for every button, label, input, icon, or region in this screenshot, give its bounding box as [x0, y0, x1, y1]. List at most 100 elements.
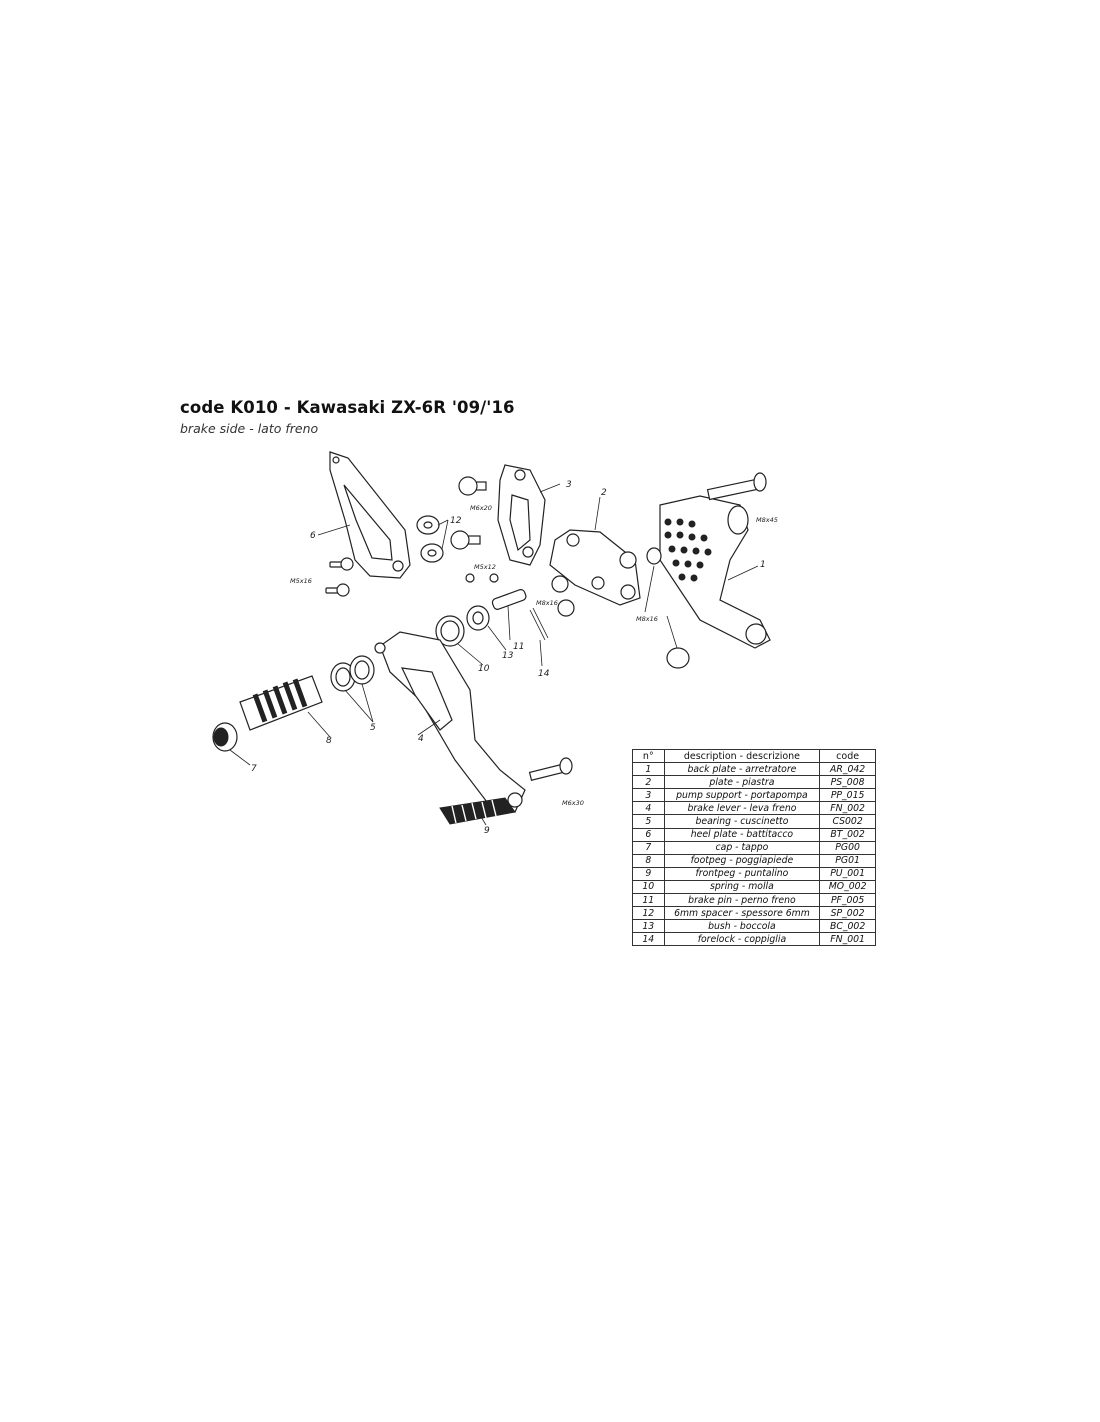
part-spacer-lower — [420, 543, 444, 563]
cell-code: PG00 — [819, 840, 876, 855]
callout-11: 11 — [513, 642, 524, 652]
cell-code: CS002 — [819, 814, 876, 829]
part-bush — [466, 605, 490, 631]
label-m5x16: M5x16 — [290, 577, 312, 585]
cell-code: AR_042 — [819, 762, 876, 777]
cell-number: 11 — [632, 893, 665, 908]
callout-12: 12 — [450, 516, 462, 526]
cell-description: plate - piastra — [663, 775, 821, 790]
col-header-description: description - descrizione — [663, 748, 821, 764]
cell-number: 12 — [632, 906, 665, 921]
callout-6: 6 — [310, 531, 316, 541]
part-bearing-outer — [330, 662, 356, 692]
callout-1: 1 — [760, 560, 766, 570]
callout-4: 4 — [418, 734, 424, 744]
part-forelock — [529, 607, 549, 641]
part-bolt-m8x45 — [706, 472, 767, 501]
label-m8x16-lower: M8x16 — [636, 615, 658, 623]
cell-description: frontpeg - puntalino — [663, 866, 821, 881]
part-footpeg — [239, 675, 323, 731]
cell-number: 2 — [632, 775, 665, 790]
cell-description: bearing - cuscinetto — [663, 814, 821, 829]
cell-number: 4 — [632, 801, 665, 816]
part-plate — [549, 529, 641, 606]
cell-description: bush - boccola — [663, 919, 821, 934]
callout-13: 13 — [502, 651, 514, 661]
callout-2: 2 — [601, 488, 607, 498]
callout-5: 5 — [370, 723, 376, 733]
part-bolt-m5x16-upper — [329, 557, 354, 571]
cell-number: 9 — [632, 866, 665, 881]
cell-code: BT_002 — [819, 827, 876, 842]
cell-code: FN_001 — [819, 932, 876, 947]
callout-7: 7 — [251, 764, 257, 774]
table-header-row: n° description - descrizione code — [632, 748, 876, 764]
part-cap — [212, 722, 238, 752]
cell-number: 13 — [632, 919, 665, 934]
cell-number: 6 — [632, 827, 665, 842]
cell-number: 10 — [632, 879, 665, 895]
cell-code: SP_002 — [819, 906, 876, 921]
cell-description: back plate - arretratore — [663, 762, 821, 777]
cell-number: 8 — [632, 853, 665, 868]
part-bolt-m8x16-lower — [666, 647, 690, 669]
label-m5x12: M5x12 — [474, 563, 496, 571]
cell-description: pump support - portapompa — [663, 788, 821, 803]
cell-number: 3 — [632, 788, 665, 803]
part-spring — [435, 615, 465, 647]
part-frontpeg — [439, 797, 516, 825]
part-brake-pin — [491, 589, 527, 610]
label-m8x45: M8x45 — [756, 516, 778, 524]
cell-code: PS_008 — [819, 775, 876, 790]
part-bolt-m6x30 — [528, 757, 573, 781]
part-spacer-upper — [416, 515, 440, 535]
part-bearing-inner — [349, 655, 375, 685]
cell-number: 1 — [632, 762, 665, 777]
part-bolt-m5x16-lower — [325, 583, 350, 597]
cell-description: brake pin - perno freno — [663, 893, 821, 908]
cell-number: 5 — [632, 814, 665, 829]
cell-description: 6mm spacer - spessore 6mm — [663, 906, 821, 921]
label-m6x30: M6x30 — [562, 799, 584, 807]
part-bolt-m6x20-upper — [458, 476, 487, 496]
cell-description: brake lever - leva freno — [663, 801, 821, 816]
cell-code: PG01 — [819, 853, 876, 868]
col-header-number: n° — [632, 748, 665, 764]
cell-description: spring - molla — [663, 879, 821, 895]
cell-code: PU_001 — [819, 866, 876, 881]
cell-code: PP_015 — [819, 788, 876, 803]
part-bolt-m6x16 — [551, 575, 575, 617]
callout-10: 10 — [478, 664, 490, 674]
cell-description: cap - tappo — [663, 840, 821, 855]
part-back-plate — [659, 495, 771, 649]
leader-lines — [229, 483, 759, 826]
label-m6x20: M6x20 — [470, 504, 492, 512]
page-subtitle: brake side - lato freno — [180, 421, 319, 436]
page-title: code K010 - Kawasaki ZX-6R '09/'16 — [180, 398, 515, 417]
part-bolt-m5x12 — [465, 573, 499, 583]
part-bolt-m6x20-lower — [450, 530, 481, 550]
cell-description: forelock - coppiglia — [663, 932, 821, 947]
cell-description: heel plate - battitacco — [663, 827, 821, 842]
part-heel-plate — [329, 451, 411, 579]
cell-code: FN_002 — [819, 801, 876, 816]
part-pump-support — [497, 464, 546, 566]
part-bolt-m8x16-upper — [646, 547, 662, 565]
callout-8: 8 — [326, 736, 332, 746]
cell-code: BC_002 — [819, 919, 876, 934]
cell-number: 7 — [632, 840, 665, 855]
